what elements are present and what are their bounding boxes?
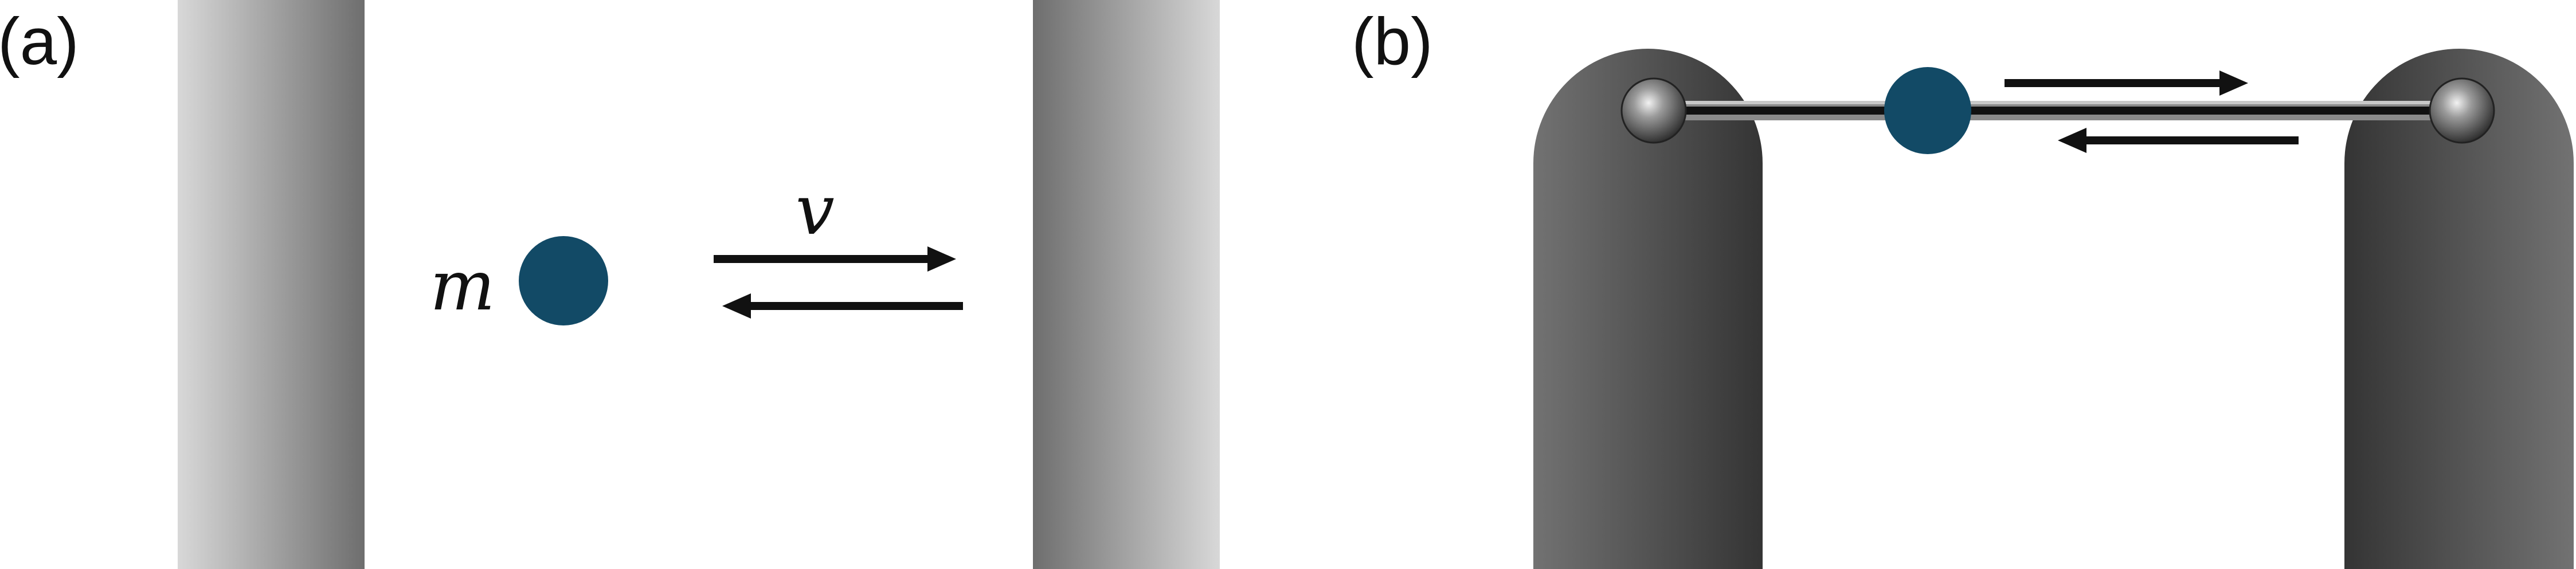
- panel-b: (b): [1352, 4, 2574, 569]
- panel-b-label: (b): [1352, 4, 1433, 79]
- particle: [519, 236, 608, 325]
- right-post: [2344, 49, 2574, 569]
- left-anchor-ball: [1620, 77, 1687, 144]
- wire: [1654, 101, 2462, 120]
- arrow-right-icon: [2005, 70, 2248, 96]
- right-wall: [1033, 0, 1220, 569]
- velocity-label: v: [796, 171, 835, 250]
- particle-on-wire: [1884, 67, 1971, 154]
- left-post: [1533, 49, 1763, 569]
- panel-a-label: (a): [0, 4, 79, 79]
- right-anchor-ball: [2429, 77, 2495, 144]
- left-wall: [178, 0, 365, 569]
- arrow-left-icon: [2058, 128, 2299, 153]
- mass-label: m: [430, 246, 495, 326]
- arrow-right-icon: [714, 246, 956, 272]
- panel-a: (a) m v: [0, 0, 1220, 569]
- arrow-left-icon: [722, 293, 963, 319]
